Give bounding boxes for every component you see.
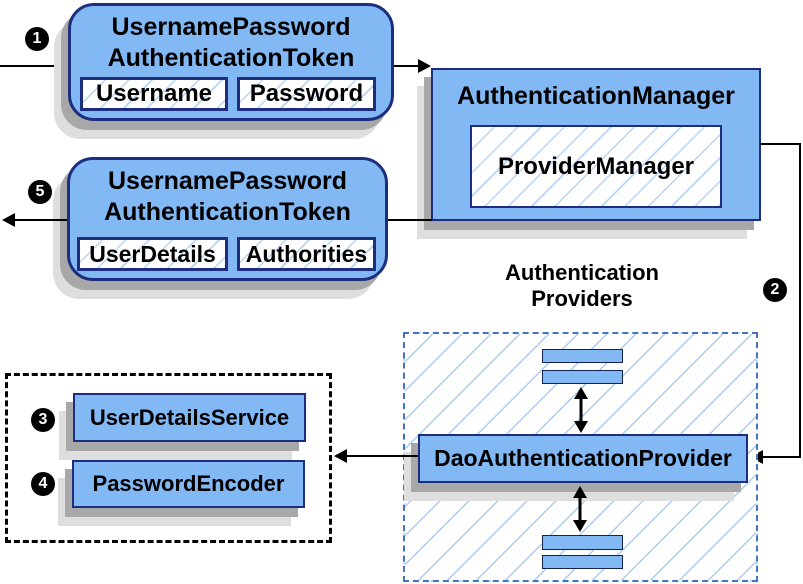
step-2-badge: 2 <box>763 278 787 302</box>
connector-into-dao <box>763 456 801 458</box>
user-details-service-node: UserDetailsService <box>73 393 306 442</box>
authentication-providers-heading: Authentication Providers <box>457 260 707 312</box>
authentication-manager-node: AuthenticationManager ProviderManager <box>431 68 761 221</box>
authorities-field-label: Authorities <box>245 240 368 267</box>
provider-stub-bar <box>542 555 623 569</box>
userdetails-field: UserDetails <box>77 237 228 271</box>
provider-manager-label: ProviderManager <box>497 152 695 180</box>
connector-manager-down <box>799 143 801 458</box>
provider-stub-bar <box>542 349 623 363</box>
left-arrowhead-collaborators-icon <box>334 449 347 463</box>
step-4-badge: 4 <box>31 472 55 496</box>
provider-manager-node: ProviderManager <box>470 125 722 208</box>
authentication-manager-title: AuthenticationManager <box>457 82 735 110</box>
step-5-badge: 5 <box>28 180 52 204</box>
password-encoder-node: PasswordEncoder <box>72 460 305 508</box>
user-details-service-label: UserDetailsService <box>89 404 290 430</box>
connector-request-to-manager <box>394 65 420 67</box>
request-token-title-line1: UsernamePassword <box>111 13 351 41</box>
request-token-title-line2: AuthenticationToken <box>107 44 355 72</box>
result-token-title-line1: UsernamePassword <box>107 167 347 195</box>
collaborators-container <box>5 373 332 543</box>
step-3-badge: 3 <box>31 408 55 432</box>
request-token-title: UsernamePassword AuthenticationToken <box>71 12 391 74</box>
connector-manager-out-top <box>760 143 801 145</box>
result-token-node: UsernamePassword AuthenticationToken Use… <box>67 157 388 281</box>
authentication-providers-heading-line2: Providers <box>531 286 633 311</box>
username-field: Username <box>80 77 228 111</box>
request-token-node: UsernamePassword AuthenticationToken Use… <box>68 3 394 121</box>
authentication-providers-heading-line1: Authentication <box>505 260 659 285</box>
double-arrow-icon <box>573 486 587 532</box>
connector-request-in <box>0 65 68 67</box>
connector-manager-to-result <box>388 219 432 221</box>
result-token-title: UsernamePassword AuthenticationToken <box>70 166 385 228</box>
connector-result-out <box>14 219 67 221</box>
dao-authentication-provider-label: DaoAuthenticationProvider <box>434 445 732 471</box>
password-encoder-label: PasswordEncoder <box>92 471 285 496</box>
provider-stub-bar <box>542 370 623 384</box>
password-field: Password <box>237 77 376 111</box>
dao-authentication-provider-node: DaoAuthenticationProvider <box>418 434 748 483</box>
userdetails-field-label: UserDetails <box>89 240 216 267</box>
provider-stub-bar <box>542 535 623 550</box>
result-token-title-line2: AuthenticationToken <box>104 198 351 226</box>
left-arrowhead-result-icon <box>2 213 15 227</box>
authorities-field: Authorities <box>237 237 376 271</box>
double-arrow-icon <box>574 387 588 433</box>
right-arrowhead-icon <box>418 59 431 73</box>
password-field-label: Password <box>249 80 364 107</box>
step-1-badge: 1 <box>25 27 49 51</box>
connector-dao-to-collaborators <box>347 455 418 457</box>
username-field-label: Username <box>95 80 213 107</box>
